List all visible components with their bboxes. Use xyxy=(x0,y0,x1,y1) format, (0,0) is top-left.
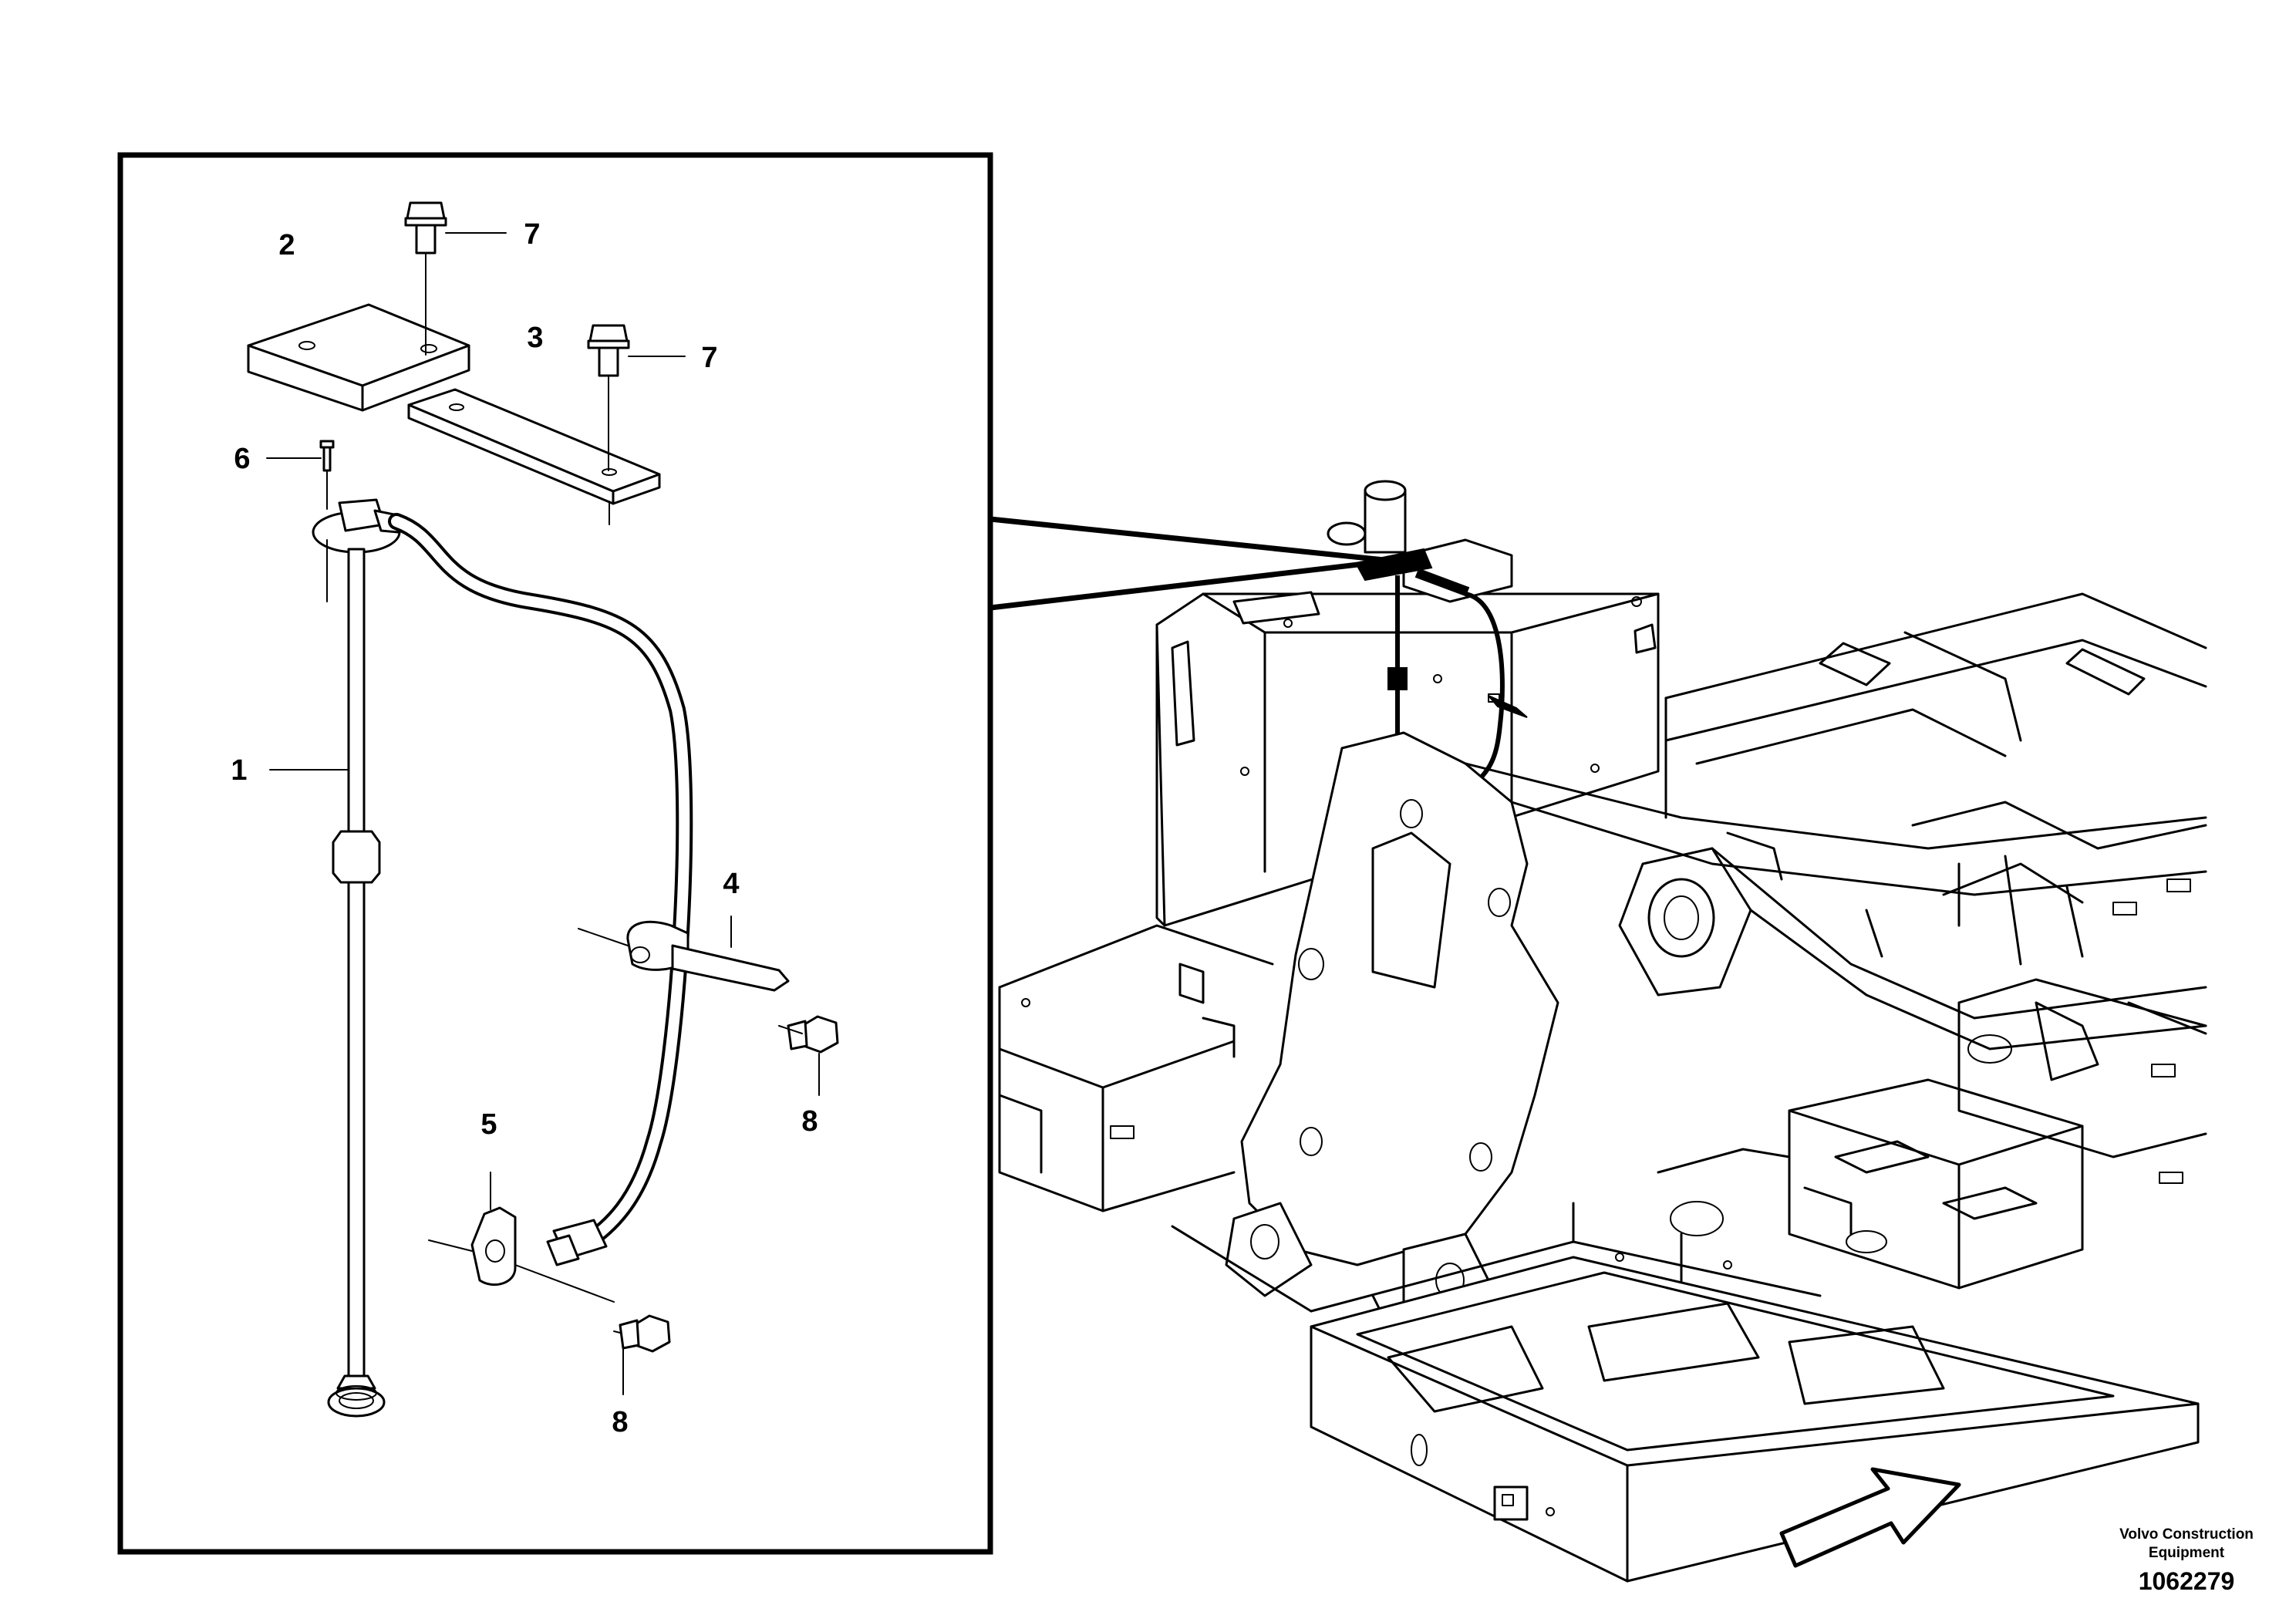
callout-6: 6 xyxy=(234,443,250,475)
part-2-cover-bracket xyxy=(247,303,470,412)
part-7-bolt-lower xyxy=(587,324,686,471)
callout-5: 5 xyxy=(480,1108,497,1141)
part-6-screw xyxy=(266,440,335,510)
sender-wiring-harness xyxy=(388,513,693,1266)
credit-line-1: Volvo Construction xyxy=(2119,1526,2254,1543)
credit-line-2: Equipment xyxy=(2148,1545,2225,1561)
publisher-credit: Volvo Construction Equipment xyxy=(2098,1526,2275,1563)
callout-1: 1 xyxy=(231,754,247,787)
part-4-harness-clip xyxy=(578,916,790,992)
detail-leader-lines xyxy=(990,516,1385,611)
part-1-level-sender xyxy=(269,498,401,1418)
callout-3: 3 xyxy=(527,322,543,354)
forward-direction-arrow xyxy=(1779,1467,1961,1568)
callout-7-lower: 7 xyxy=(701,342,717,374)
callout-8-lower: 8 xyxy=(612,1406,628,1438)
part-3-mounting-strip xyxy=(407,388,661,525)
detail-frame xyxy=(117,152,993,1555)
figure-number: 1062279 xyxy=(2138,1567,2235,1595)
part-5-retaining-clip xyxy=(428,1172,615,1303)
callout-4: 4 xyxy=(723,868,739,900)
callout-7-upper: 7 xyxy=(524,218,540,251)
machine-frame-view xyxy=(998,480,2207,1583)
part-7-bolt-upper xyxy=(404,201,507,356)
part-8-bolt-lower xyxy=(613,1314,671,1395)
callout-2: 2 xyxy=(278,229,295,261)
callout-8-upper: 8 xyxy=(801,1105,818,1138)
part-8-bolt-clip xyxy=(778,1015,839,1096)
